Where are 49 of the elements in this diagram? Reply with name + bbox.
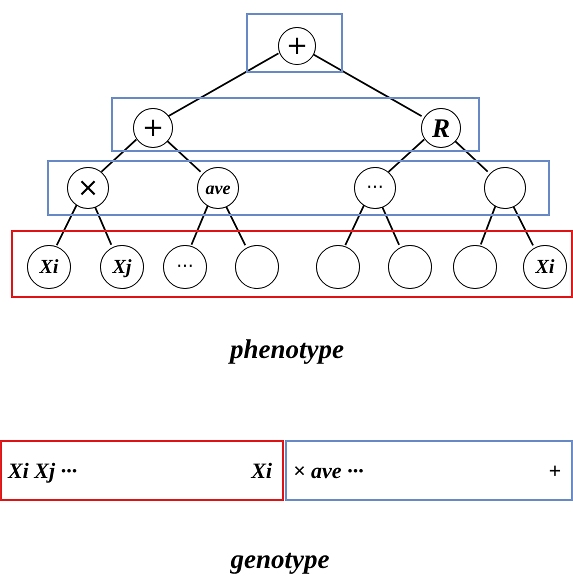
tree-branch-line [190, 205, 209, 246]
tree-branch-line [452, 139, 488, 172]
node-symbol: ··· [366, 179, 384, 197]
tree-node-circle [484, 167, 526, 209]
tree-node-circle [133, 108, 173, 148]
tree-node-circle [163, 245, 207, 289]
tree-branch-line [388, 138, 425, 173]
gene-sequence-text: + [548, 460, 561, 482]
tree-branch-line [311, 52, 422, 117]
level-frame [11, 230, 573, 298]
tree-branch-line [165, 138, 202, 172]
genotype-segment [285, 440, 573, 501]
node-symbol: Xi [536, 257, 554, 277]
caption-text: genotype [230, 546, 330, 573]
tree-node-circle [197, 167, 239, 209]
tree-branch-line [224, 204, 246, 246]
tree-branch-line [480, 205, 496, 245]
node-symbol: Xj [112, 257, 132, 277]
tree-branch-line [512, 204, 534, 246]
gene-sequence-text: × ave ··· [293, 460, 364, 482]
node-symbol: R [432, 114, 450, 142]
gene-sequence-text: Xi Xj ··· [8, 460, 78, 482]
node-symbol: + [286, 33, 308, 59]
tree-node-circle [235, 245, 279, 289]
node-symbol: ··· [176, 258, 194, 276]
level-frame [47, 160, 550, 216]
tree-node-circle [453, 245, 497, 289]
tree-node-circle [523, 245, 567, 289]
tree-node-circle [100, 245, 144, 289]
tree-branch-line [168, 52, 279, 117]
caption-text: phenotype [230, 336, 344, 363]
node-symbol: ave [206, 179, 230, 197]
tree-branch-line [56, 204, 78, 246]
genotype-segment [0, 440, 284, 501]
tree-node-circle [67, 167, 109, 209]
node-symbol: Xi [40, 257, 58, 277]
tree-node-circle [388, 245, 432, 289]
gene-sequence-text: Xi [251, 460, 272, 482]
tree-node-circle [421, 108, 461, 148]
tree-node-circle [27, 245, 71, 289]
tree-node-circle [278, 27, 316, 65]
node-symbol: + [142, 115, 164, 141]
level-frame [246, 13, 343, 73]
tree-branch-line [93, 204, 112, 246]
tree-branch-line [344, 204, 365, 246]
tree-node-circle [316, 245, 360, 289]
node-symbol: × [77, 175, 99, 201]
tree-node-circle [354, 167, 396, 209]
level-frame [111, 97, 480, 152]
